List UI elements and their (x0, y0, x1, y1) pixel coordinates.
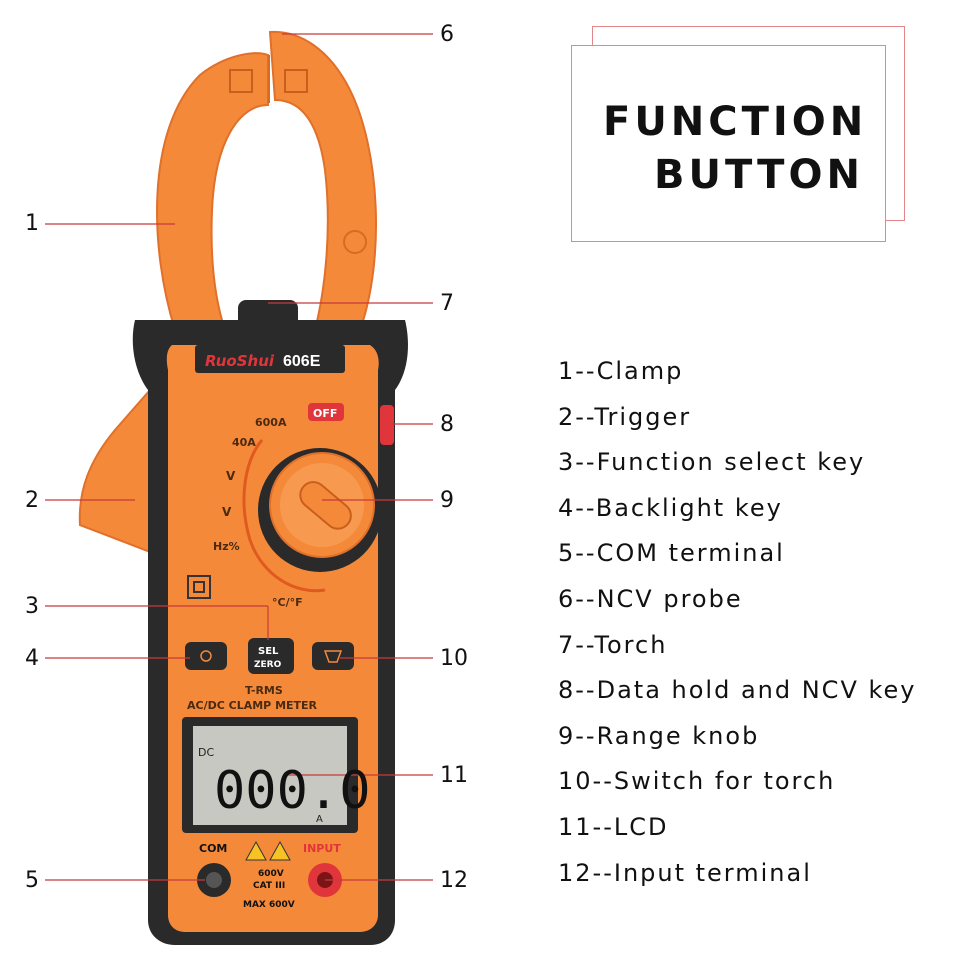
jaw-hazard-icon-right (284, 69, 308, 93)
brand-plate (195, 345, 345, 373)
jaw-hazard-icon-left (229, 69, 253, 93)
title-line-1: FUNCTION (603, 99, 868, 145)
sel-zero-key (248, 638, 294, 674)
range-vac-label: V (226, 469, 236, 483)
backlight-key (185, 642, 227, 670)
warning-icon-left (245, 840, 267, 861)
knob-range-arc (242, 439, 326, 593)
legend-item-data-hold-ncv-key: 8--Data hold and NCV key (558, 676, 917, 705)
callout-2: 2 (25, 488, 39, 513)
meter-label-1: T-RMS (245, 684, 283, 697)
jaw-ncv-icon (343, 230, 367, 254)
callout-7: 7 (440, 291, 454, 316)
callout-5: 5 (25, 868, 39, 893)
legend-item-lcd: 11--LCD (558, 812, 669, 841)
clamp-jaw-left (156, 52, 269, 331)
legend-item-function-select-key: 3--Function select key (558, 448, 866, 477)
torch-housing (238, 300, 298, 330)
callout-6: 6 (440, 22, 454, 47)
knob-pointer (299, 481, 352, 530)
rating-3: MAX 600V (243, 900, 295, 910)
double-insulation-icon (187, 575, 211, 599)
legend-item-backlight-key: 4--Backlight key (558, 493, 783, 522)
lcd-reading: 000.0 (214, 761, 371, 821)
lcd-unit: A (316, 814, 323, 825)
callout-4: 4 (25, 646, 39, 671)
sel-key-label-2: ZERO (254, 660, 282, 670)
legend-item-range-knob: 9--Range knob (558, 721, 760, 750)
callout-9: 9 (440, 488, 454, 513)
trigger (78, 388, 159, 557)
legend-item-torch-switch: 10--Switch for torch (558, 767, 836, 796)
off-label: OFF (313, 407, 337, 420)
range-40a-label: 40A (232, 436, 256, 449)
terminal-panel (180, 840, 365, 920)
legend-item-torch: 7--Torch (558, 630, 668, 659)
range-600a-label: 600A (255, 416, 287, 429)
rating-2: CAT III (253, 881, 285, 891)
callout-8: 8 (440, 412, 454, 437)
range-hz-label: Hz% (213, 540, 240, 553)
off-badge (308, 403, 344, 421)
legend-item-trigger: 2--Trigger (558, 402, 692, 431)
callout-12: 12 (440, 868, 468, 893)
range-temp-label: °C/°F (272, 596, 303, 609)
legend-item-com-terminal: 5--COM terminal (558, 539, 785, 568)
callout-1: 1 (25, 211, 39, 236)
brand-text: RuoShui (205, 352, 275, 370)
title-box (571, 45, 886, 242)
callout-11: 11 (440, 763, 468, 788)
sel-key-label-1: SEL (258, 646, 279, 657)
callout-10: 10 (440, 646, 468, 671)
callout-3: 3 (25, 594, 39, 619)
torch-key (312, 642, 354, 670)
backlight-icon (200, 650, 212, 662)
title-line-2: BUTTON (654, 152, 864, 198)
range-vdc-label: V (222, 505, 232, 519)
model-text: 606E (283, 353, 321, 370)
warning-icon-right (269, 840, 291, 861)
hold-button (380, 405, 394, 445)
input-label: INPUT (303, 842, 341, 855)
legend-item-clamp: 1--Clamp (558, 357, 684, 385)
legend-item-input-terminal: 12--Input terminal (558, 858, 812, 887)
com-label: COM (199, 842, 227, 855)
rating-1: 600V (258, 869, 284, 879)
torch-icon (323, 650, 343, 663)
legend: 1--Clamp 2--Trigger 3--Function select k… (558, 355, 953, 902)
lcd-mode: DC (198, 746, 214, 759)
legend-item-ncv-probe: 6--NCV probe (558, 584, 743, 613)
leader-lines (45, 33, 433, 881)
meter-label-2: AC/DC CLAMP METER (187, 699, 318, 712)
